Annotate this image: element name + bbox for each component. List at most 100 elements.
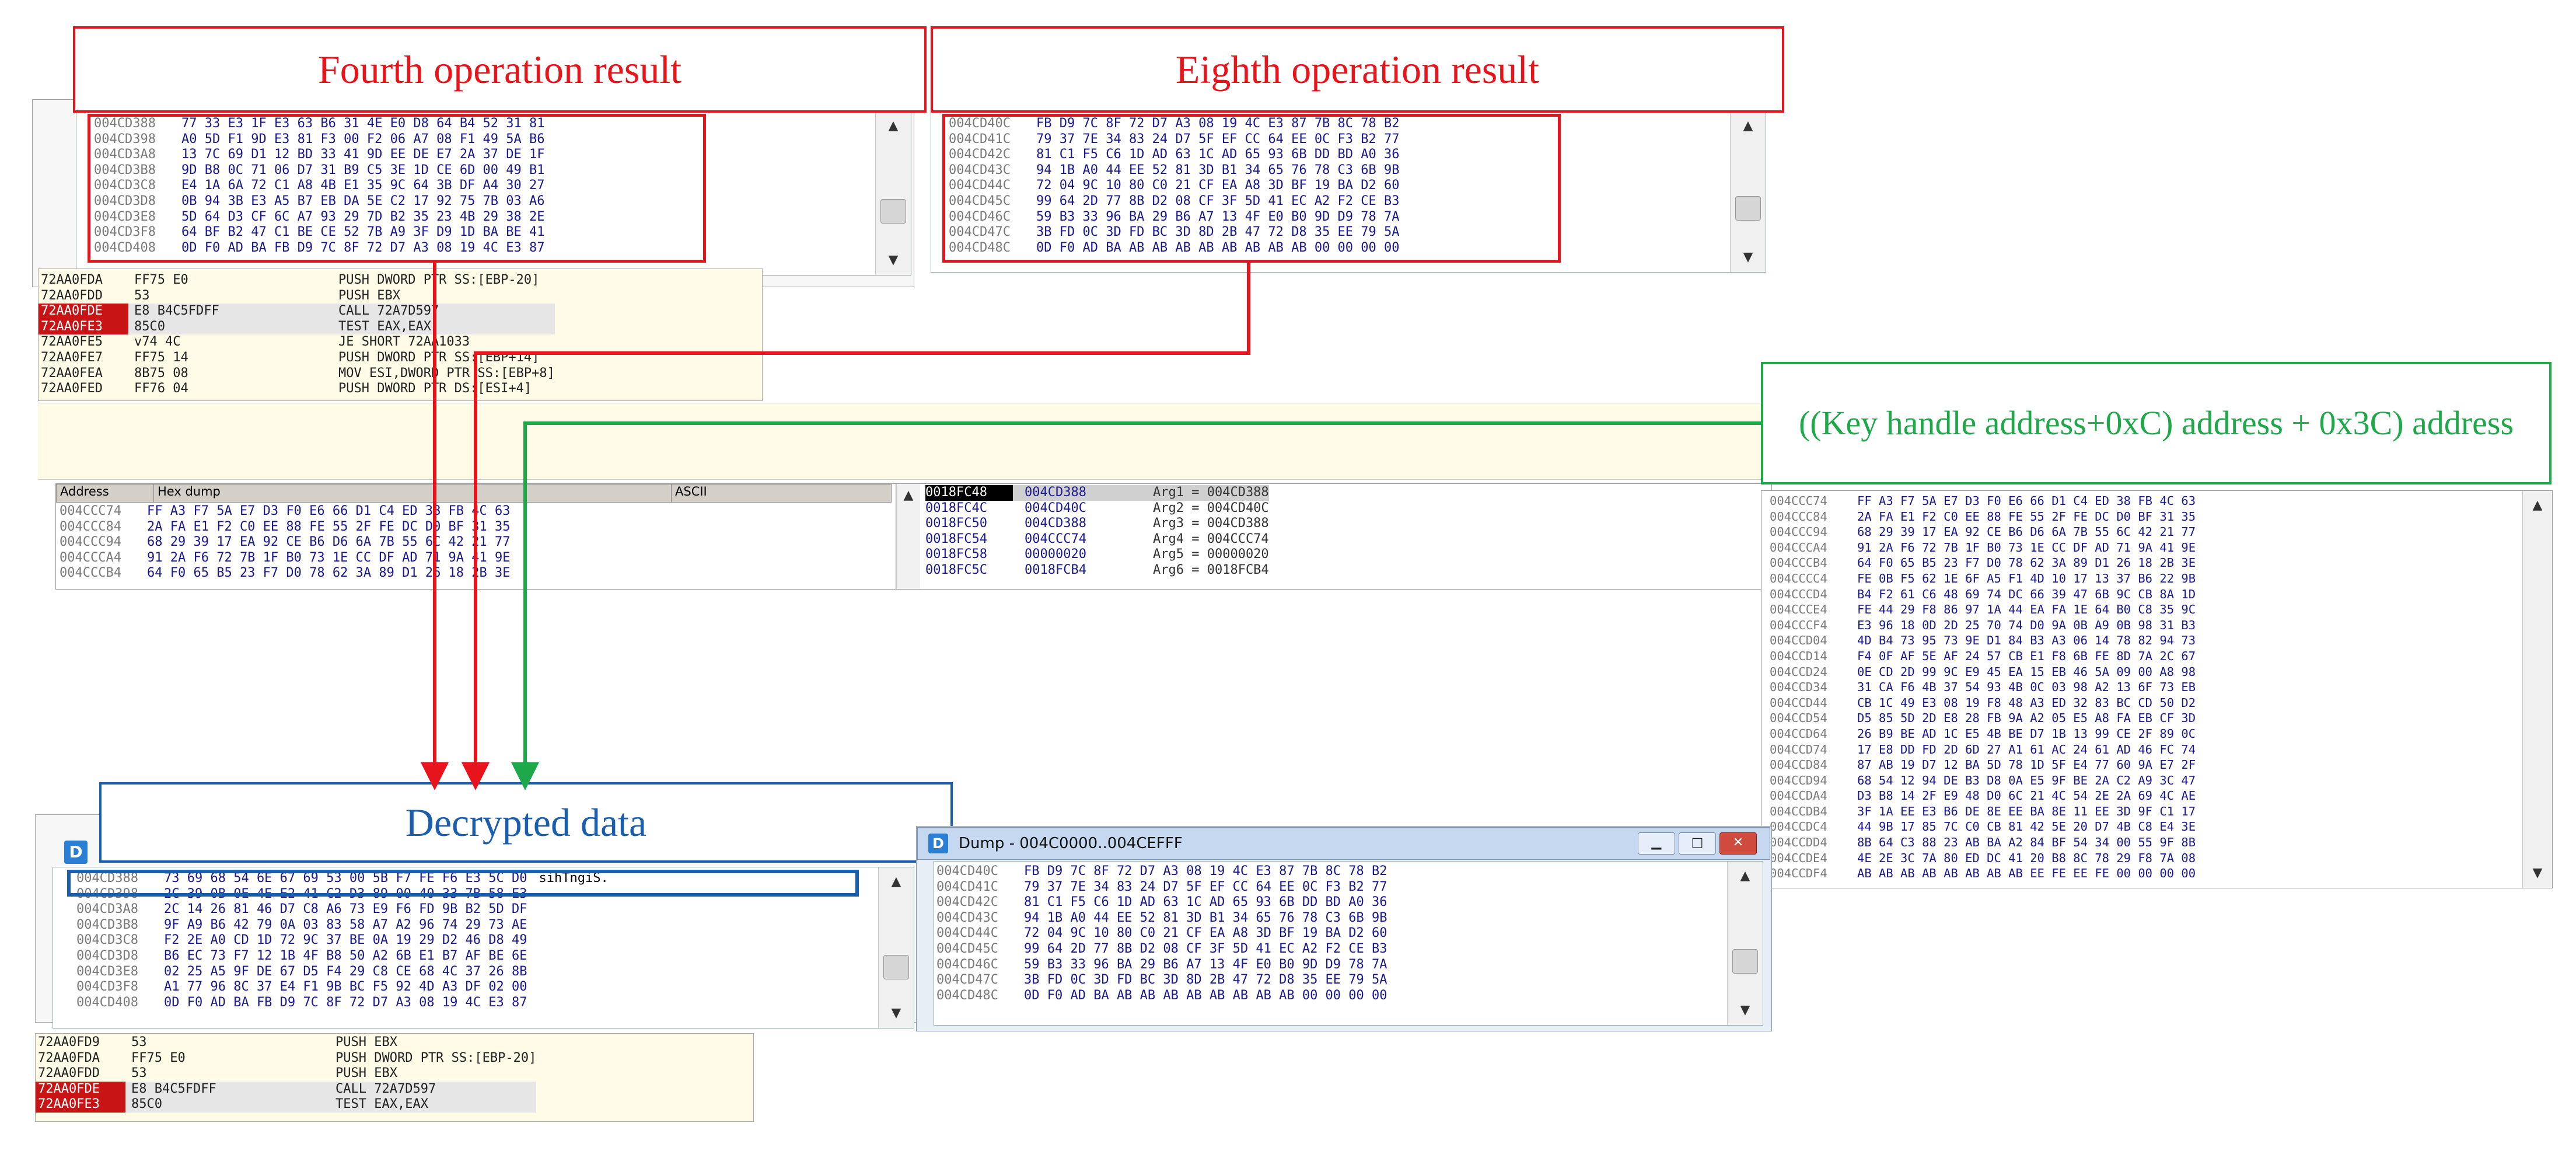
- minimize-icon[interactable]: ▁: [1638, 832, 1675, 855]
- scroll-thumb[interactable]: [880, 199, 906, 224]
- scroll-up-icon[interactable]: ▲: [903, 488, 914, 503]
- scroll-up-icon[interactable]: ▲: [888, 118, 899, 133]
- dump-window-titlebar[interactable]: D Dump - 004C0000..004CEFFF ▁ □ ✕: [917, 827, 1770, 860]
- scroll-down-icon[interactable]: ▼: [1743, 250, 1753, 264]
- decrypted-dump-scrollbar[interactable]: ▲ ▼: [878, 867, 914, 1028]
- scroll-down-icon[interactable]: ▼: [891, 1006, 901, 1020]
- eighth-dump-scrollbar[interactable]: ▲ ▼: [1730, 111, 1766, 272]
- scroll-up-icon[interactable]: ▲: [1743, 118, 1753, 133]
- stack-scrollbar[interactable]: ▲: [896, 484, 920, 589]
- fourth-dump-scrollbar[interactable]: ▲ ▼: [875, 111, 911, 275]
- scroll-down-icon[interactable]: ▼: [888, 253, 899, 267]
- scroll-down-icon[interactable]: ▼: [1740, 1003, 1750, 1017]
- key-dump-scrollbar[interactable]: ▲ ▼: [2522, 491, 2552, 888]
- scroll-up-icon[interactable]: ▲: [2532, 498, 2543, 512]
- hexdump-col-ascii[interactable]: ASCII: [675, 484, 707, 498]
- scroll-thumb[interactable]: [1732, 949, 1758, 974]
- hexdump-col-hex[interactable]: Hex dump: [154, 484, 672, 502]
- scroll-up-icon[interactable]: ▲: [891, 874, 901, 889]
- scroll-thumb[interactable]: [1735, 196, 1761, 221]
- maximize-icon[interactable]: □: [1679, 832, 1716, 855]
- close-icon[interactable]: ✕: [1719, 832, 1757, 855]
- hexdump-col-address[interactable]: Address: [57, 484, 154, 502]
- scroll-up-icon[interactable]: ▲: [1740, 869, 1750, 883]
